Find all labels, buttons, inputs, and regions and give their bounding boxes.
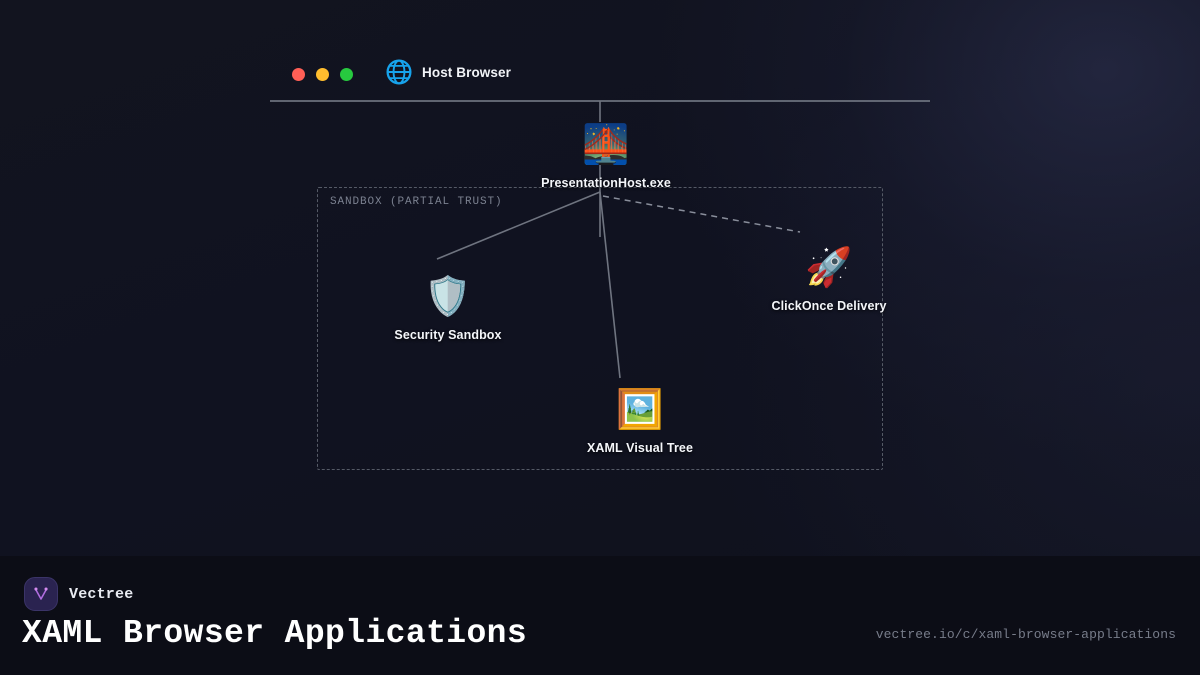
- bridge-at-night-icon: 🌉: [582, 122, 630, 166]
- edge-host-rocket: [602, 195, 801, 233]
- framed-picture-icon: 🖼️: [616, 387, 664, 431]
- sandbox-boundary: [317, 187, 883, 470]
- node-security-sandbox[interactable]: 🛡️ Security Sandbox: [394, 272, 501, 342]
- footer-url: vectree.io/c/xaml-browser-applications: [875, 627, 1176, 642]
- node-label: Security Sandbox: [394, 328, 502, 342]
- rocket-icon: 🚀: [805, 245, 853, 289]
- browser-chrome-divider: [270, 100, 930, 102]
- edge-host-shield: [436, 191, 601, 260]
- globe-icon: [386, 59, 412, 85]
- page-title: XAML Browser Applications: [22, 615, 528, 652]
- node-label: XAML Visual Tree: [586, 441, 694, 455]
- node-xaml-visual-tree[interactable]: 🖼️ XAML Visual Tree: [587, 385, 693, 455]
- vectree-v-icon: [34, 587, 48, 600]
- brand-name: Vectree: [69, 585, 134, 603]
- brand-block: Vectree: [24, 577, 133, 611]
- browser-title: Host Browser: [422, 64, 511, 80]
- node-label: ClickOnce Delivery: [771, 299, 887, 313]
- edge-host-picture: [599, 191, 621, 379]
- window-traffic-lights: [292, 68, 353, 81]
- browser-chrome-mock: Host Browser: [270, 52, 930, 102]
- minimize-dot[interactable]: [316, 68, 329, 81]
- node-label: PresentationHost.exe: [541, 176, 671, 190]
- footer-bar: Vectree XAML Browser Applications vectre…: [0, 556, 1200, 675]
- node-clickonce-delivery[interactable]: 🚀 ClickOnce Delivery: [771, 243, 886, 313]
- browser-identity: Host Browser: [385, 58, 511, 86]
- close-dot[interactable]: [292, 68, 305, 81]
- vectree-logo: [24, 577, 58, 611]
- sandbox-boundary-label: SANDBOX (PARTIAL TRUST): [330, 196, 503, 208]
- maximize-dot[interactable]: [340, 68, 353, 81]
- shield-icon: 🛡️: [424, 274, 472, 318]
- node-presentationhost[interactable]: 🌉 PresentationHost.exe: [541, 120, 671, 190]
